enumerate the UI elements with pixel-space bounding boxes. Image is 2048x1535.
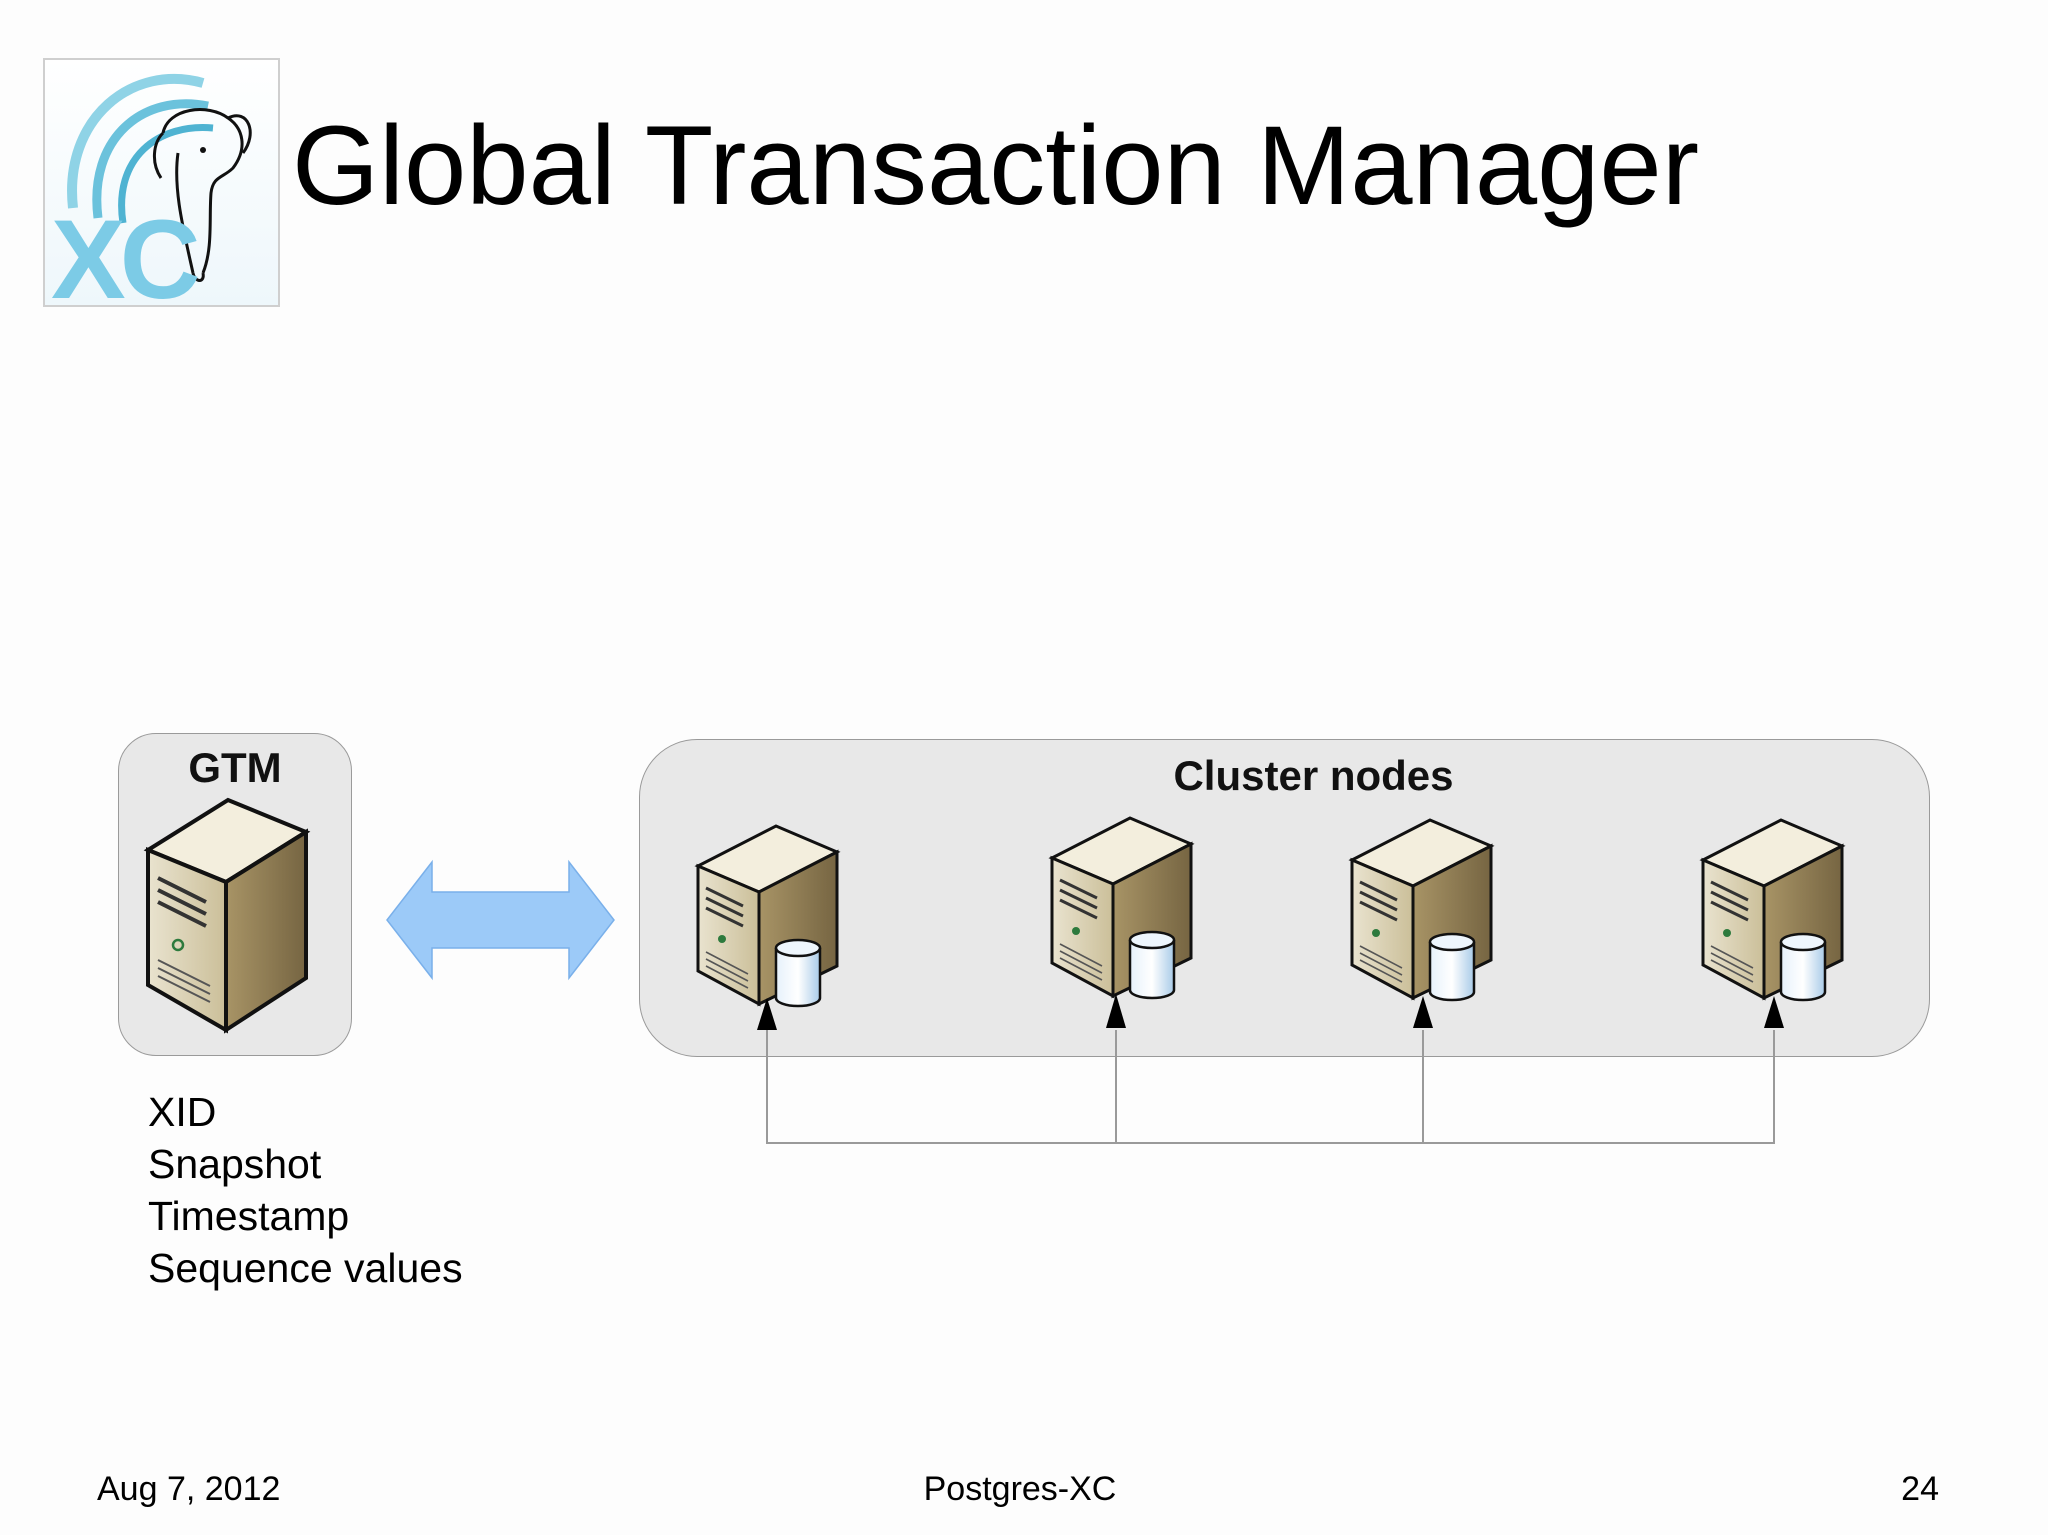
gtm-items-list: XID Snapshot Timestamp Sequence values bbox=[148, 1086, 463, 1294]
postgres-xc-logo: XC bbox=[43, 58, 280, 322]
cluster-nodes-box: Cluster nodes bbox=[639, 739, 1930, 1057]
logo-text: XC bbox=[51, 197, 198, 307]
slide-title: Global Transaction Manager bbox=[292, 103, 1699, 228]
gtm-item: Snapshot bbox=[148, 1141, 322, 1187]
gtm-item: Sequence values bbox=[148, 1245, 463, 1291]
gtm-box: GTM bbox=[118, 733, 352, 1056]
elephant-icon bbox=[153, 108, 252, 282]
footer-title: Postgres-XC bbox=[923, 1470, 1117, 1508]
footer-date: Aug 7, 2012 bbox=[97, 1470, 281, 1508]
gtm-label: GTM bbox=[188, 744, 282, 791]
footer-page-number: 24 bbox=[1901, 1470, 1939, 1508]
bidirectional-arrow bbox=[386, 859, 615, 981]
gtm-item: Timestamp bbox=[148, 1193, 350, 1239]
cluster-label: Cluster nodes bbox=[1173, 752, 1454, 799]
gtm-item: XID bbox=[148, 1089, 217, 1135]
